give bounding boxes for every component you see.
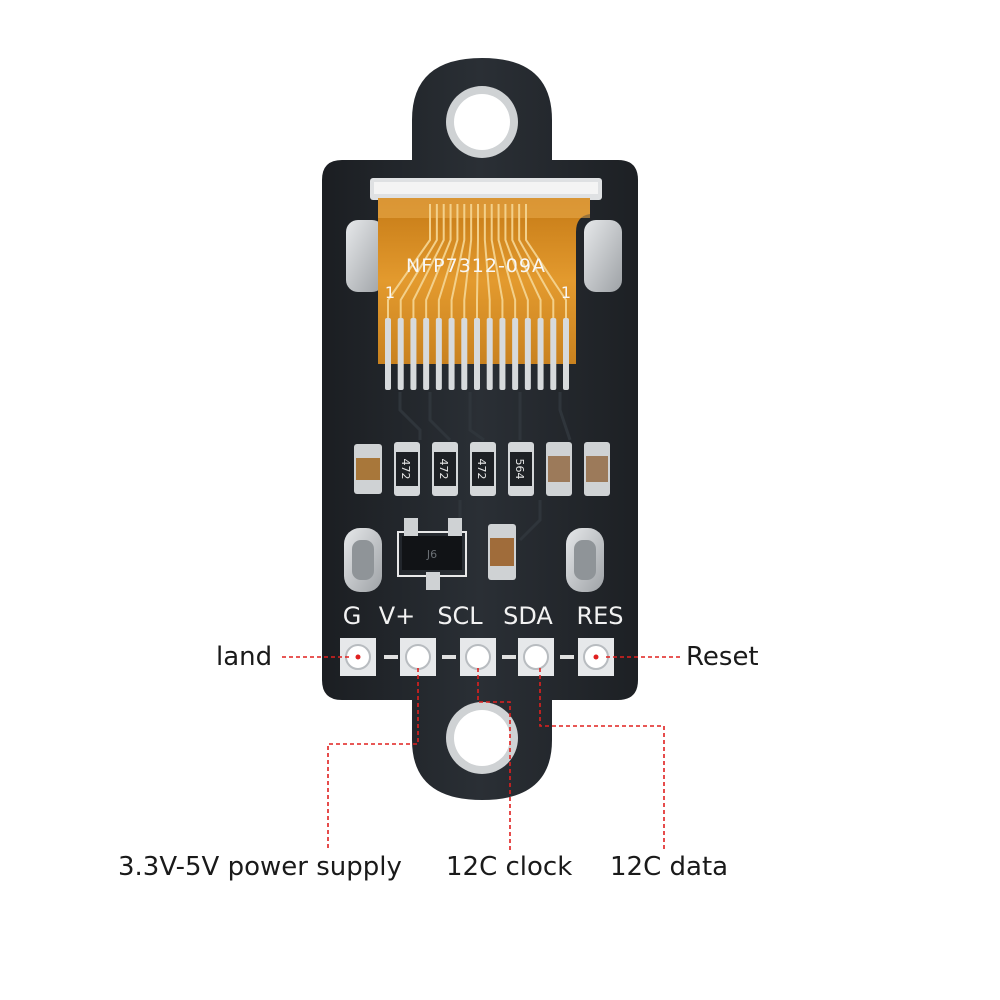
callout-label-reset: Reset — [686, 642, 759, 672]
connector-marking: NFP7312-09A — [406, 255, 546, 277]
resistor-1: 472 — [394, 442, 420, 496]
capacitor-3 — [584, 442, 610, 496]
flex-contact-pin — [524, 318, 531, 390]
resistor-2: 472 — [432, 442, 458, 496]
callout-line-data — [539, 668, 665, 850]
transistor-sot23: J6 — [397, 518, 467, 590]
connector-anchor-pad-right — [584, 220, 622, 292]
callout-label-power: 3.3V-5V power supply — [118, 852, 402, 882]
flex-contact-pin — [563, 318, 569, 390]
flex-contact-pin — [537, 318, 544, 390]
svg-text:472: 472 — [399, 459, 412, 480]
flex-contact-pin — [512, 318, 519, 390]
pin-label-vplus: V+ — [379, 602, 416, 630]
capacitor-lower — [488, 524, 516, 580]
svg-text:J6: J6 — [426, 548, 437, 561]
callout-label-data: 12C data — [610, 852, 729, 882]
connector-anchor-pad-left — [346, 220, 384, 292]
flex-contact-pin — [385, 318, 391, 390]
svg-text:472: 472 — [437, 459, 450, 480]
pin-label-res: RES — [576, 602, 623, 630]
pin-label-scl: SCL — [437, 602, 483, 630]
flex-contact-pin — [499, 318, 506, 390]
callout-lines — [282, 656, 682, 850]
flex-contact-pin — [486, 318, 493, 390]
flex-contact-pin — [448, 318, 455, 390]
resistor-4: 564 — [508, 442, 534, 496]
capacitor-left — [354, 444, 382, 494]
flex-contact-pin — [423, 318, 430, 390]
pcb-board — [322, 58, 638, 800]
resistor-3: 472 — [470, 442, 496, 496]
pcb-traces — [398, 392, 572, 542]
pin-label-g: G — [343, 602, 362, 630]
flex-contact-pin — [397, 318, 404, 390]
svg-text:564: 564 — [513, 459, 526, 480]
pin-label-sda: SDA — [503, 602, 553, 630]
mounting-hole-top — [446, 86, 518, 158]
pin1-mark-right: 1 — [561, 283, 571, 302]
flex-contact-pin — [410, 318, 417, 390]
pad-vplus — [400, 638, 436, 676]
capacitor-2 — [546, 442, 572, 496]
callout-label-clock: 12C clock — [446, 852, 573, 882]
callout-dots — [355, 654, 599, 660]
flex-contact-pin — [550, 318, 557, 390]
callout-label-land: land — [216, 642, 273, 672]
mounting-hole-bottom — [446, 702, 518, 774]
callout-line-clock — [477, 668, 511, 850]
pin1-mark-left: 1 — [385, 283, 395, 302]
flex-contact-pin — [474, 318, 480, 390]
callout-line-power — [327, 668, 419, 850]
flex-contact-pin — [461, 318, 468, 390]
flex-pins — [385, 318, 569, 390]
svg-text:472: 472 — [475, 459, 488, 480]
pad-sda — [518, 638, 554, 676]
flex-contact-pin — [435, 318, 442, 390]
